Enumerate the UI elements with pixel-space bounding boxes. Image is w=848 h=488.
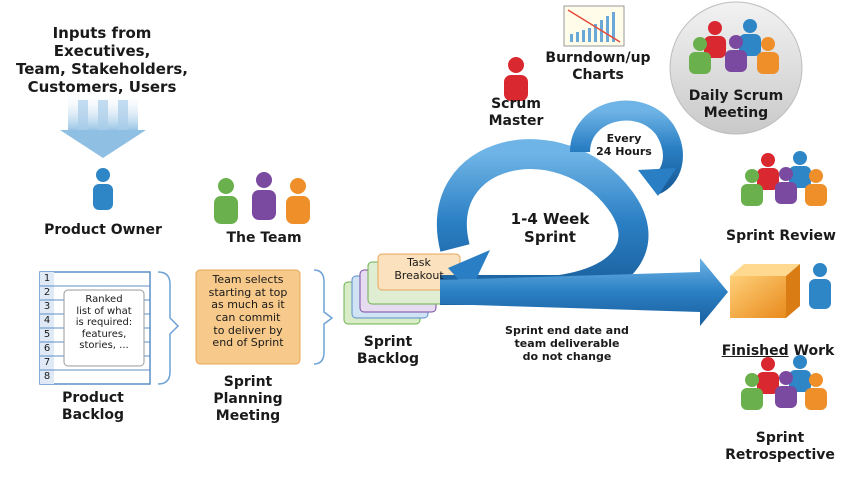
product-backlog-list xyxy=(39,271,180,385)
work-word: Work xyxy=(788,342,835,359)
backlog-row-5: 5 xyxy=(43,329,51,340)
backlog-note: Ranked list of what is required: feature… xyxy=(75,294,133,351)
backlog-row-6: 6 xyxy=(43,343,51,354)
finished-word: Finished xyxy=(721,342,789,359)
backlog-row-2: 2 xyxy=(43,287,51,298)
sprint-length-label: 1-4 Week Sprint xyxy=(510,210,590,246)
sprint-retrospective-label: Sprint Retrospective xyxy=(725,430,835,463)
scrum-master-icon xyxy=(504,57,528,101)
team-selects-text: Team selects starting at top as much as … xyxy=(208,273,288,350)
backlog-row-7: 7 xyxy=(43,357,51,368)
task-breakout-label: Task Breakout xyxy=(394,256,444,282)
backlog-row-4: 4 xyxy=(43,315,51,326)
backlog-row-3: 3 xyxy=(43,301,51,312)
scrum-master-label: Scrum Master xyxy=(488,96,544,129)
team-icon xyxy=(214,172,310,224)
sprint-review-label: Sprint Review xyxy=(726,228,836,244)
the-team-label: The Team xyxy=(226,230,302,246)
sprint-backlog-label: Sprint Backlog xyxy=(356,334,420,367)
burndown-label: Burndown/up Charts xyxy=(545,50,651,83)
every-24-hours-label: Every 24 Hours xyxy=(596,132,652,159)
finished-work-label: Finished Work xyxy=(716,326,840,360)
product-owner-icon xyxy=(93,168,113,210)
sprint-cycle-arrow xyxy=(436,139,728,326)
sprint-planning-label: Sprint Planning Meeting xyxy=(213,374,283,424)
product-backlog-label: Product Backlog xyxy=(61,390,125,423)
sprint-end-note: Sprint end date and team deliverable do … xyxy=(505,324,629,364)
sprint-review-team-icon xyxy=(741,151,827,206)
sprint-backlog-stack xyxy=(343,253,461,325)
sprint-retrospective-team-icon xyxy=(741,355,827,410)
backlog-row-8: 8 xyxy=(43,371,51,382)
daily-scrum-label: Daily Scrum Meeting xyxy=(688,88,784,121)
team-selects-note xyxy=(195,269,334,365)
daily-cycle-arrow xyxy=(570,100,683,196)
inputs-label: Inputs from Executives, Team, Stakeholde… xyxy=(16,24,188,96)
finished-work-icon xyxy=(730,263,831,318)
daily-scrum-circle xyxy=(669,1,803,135)
burndown-chart-icon xyxy=(563,5,625,47)
product-owner-label: Product Owner xyxy=(44,222,162,238)
inputs-arrows xyxy=(60,92,146,158)
backlog-row-1: 1 xyxy=(43,273,51,284)
